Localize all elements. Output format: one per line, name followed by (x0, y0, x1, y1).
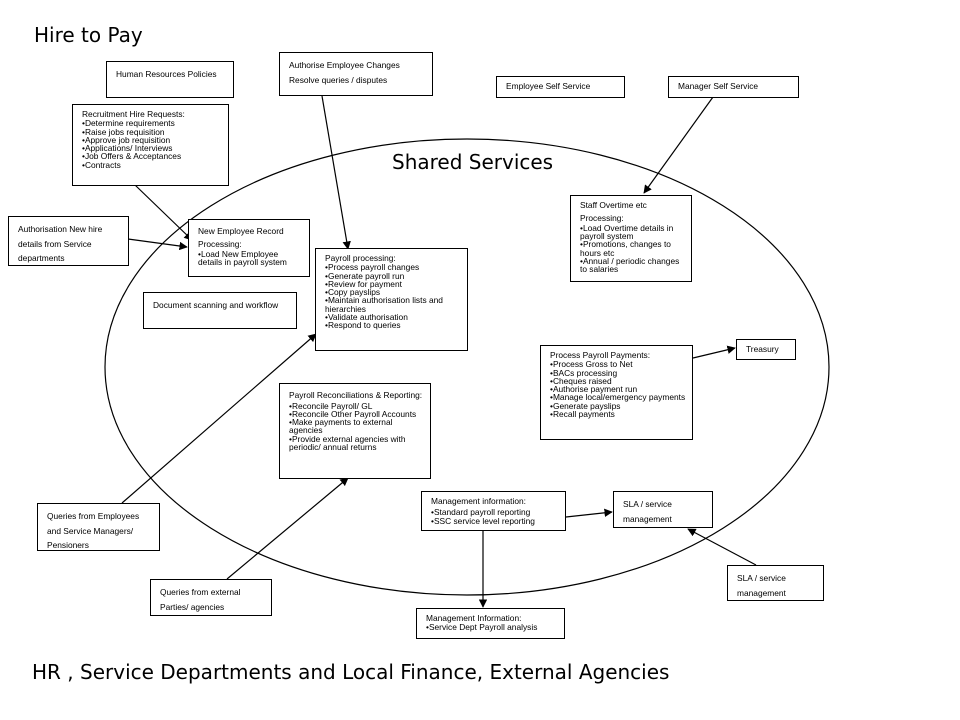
box-authorisation-new-hire: Authorisation New hire details from Serv… (8, 216, 129, 266)
box-label: Manager Self Service (678, 81, 759, 91)
bullet-list: Load New Employee details in payroll sys… (198, 250, 303, 267)
bullet-item: Standard payroll reporting (431, 508, 559, 517)
arrow-external-to-reconciliation (226, 477, 349, 580)
box-line: Authorise Employee Changes (289, 60, 400, 70)
box-payroll-reconciliations: Payroll Reconciliations & Reporting: Rec… (279, 383, 431, 479)
box-label: Treasury (746, 344, 779, 354)
box-authorise-changes: Authorise Employee Changes Resolve queri… (279, 52, 433, 96)
box-heading: Staff Overtime etc (580, 200, 647, 210)
bullet-item: Annual / periodic changes to salaries (580, 256, 685, 273)
bullet-item: Determine requirements (82, 119, 222, 128)
bullet-list: Process Gross to Net BACs processing Che… (550, 360, 686, 418)
box-employee-self-service: Employee Self Service (496, 76, 625, 98)
bullet-item: Manage local/emergency payments (550, 393, 686, 402)
box-payroll-processing: Payroll processing: Process payroll chan… (315, 248, 468, 351)
bullet-item: Applications/ Interviews (82, 144, 222, 153)
box-new-employee-record: New Employee Record Processing: Load New… (188, 219, 310, 277)
bullet-item: Service Dept Payroll analysis (426, 623, 558, 632)
arrow-queries-to-payroll (121, 333, 317, 504)
box-process-payroll-payments: Process Payroll Payments: Process Gross … (540, 345, 693, 440)
bullet-item: Job Offers & Acceptances (82, 152, 222, 161)
title-hire-to-pay: Hire to Pay (34, 23, 143, 47)
box-heading: Recruitment Hire Requests: (82, 109, 185, 119)
title-bottom: HR , Service Departments and Local Finan… (32, 660, 670, 684)
box-label: Document scanning and workflow (153, 300, 279, 310)
box-recruitment: Recruitment Hire Requests: Determine req… (72, 104, 229, 186)
bullet-item: Promotions, changes to hours etc (580, 240, 685, 257)
bullet-item: Load Overtime details in payroll system (580, 223, 685, 240)
box-management-info-inner: Management information: Standard payroll… (421, 491, 566, 531)
arrow-authorisation-to-new-record (127, 238, 188, 251)
bullet-item: Copy payslips (325, 288, 461, 297)
box-heading: Payroll processing: (325, 253, 396, 263)
bullet-item: Validate authorisation (325, 312, 461, 321)
box-heading: Management information: (431, 496, 526, 506)
box-heading: New Employee Record Processing: (198, 226, 284, 249)
box-heading: Payroll Reconciliations & Reporting: (289, 390, 423, 400)
bullet-item: Process payroll changes (325, 263, 461, 272)
bullet-item: Make payments to external agencies (289, 418, 424, 435)
arrow-sla-to-sla (687, 528, 757, 566)
bullet-item: Reconcile Payroll/ GL (289, 401, 424, 410)
bullet-item: Load New Employee details in payroll sys… (198, 250, 303, 267)
bullet-item: Authorise payment run (550, 385, 686, 394)
box-manager-self-service: Manager Self Service (668, 76, 799, 98)
bullet-item: Respond to queries (325, 321, 461, 330)
bullet-item: Generate payroll run (325, 271, 461, 280)
bullet-item: Recall payments (550, 409, 686, 418)
bullet-item: BACs processing (550, 368, 686, 377)
bullet-list: Load Overtime details in payroll system … (580, 223, 685, 273)
box-line: Resolve queries / disputes (289, 74, 388, 85)
bullet-item: SSC service level reporting (431, 516, 559, 525)
box-label: Authorisation New hire details from Serv… (18, 224, 103, 264)
bullet-list: Determine requirements Raise jobs requis… (82, 119, 222, 169)
box-label: Human Resources Policies (116, 69, 217, 79)
box-heading: Management Information: (426, 613, 522, 623)
arrow-authorise-to-payroll (321, 95, 351, 250)
shared-services-ellipse (104, 138, 830, 596)
bullet-item: Process Gross to Net (550, 360, 686, 369)
box-sla-inner: SLA / service management (613, 491, 713, 528)
bullet-item: Review for payment (325, 280, 461, 289)
box-label: Employee Self Service (506, 81, 591, 91)
bullet-item: Cheques raised (550, 377, 686, 386)
bullet-list: Service Dept Payroll analysis (426, 623, 558, 632)
bullet-list: Standard payroll reporting SSC service l… (431, 508, 559, 525)
box-label: SLA / service management (623, 499, 672, 524)
box-hr-policies: Human Resources Policies (106, 61, 234, 98)
box-queries-external: Queries from external Parties/ agencies (150, 579, 272, 616)
box-queries-employees: Queries from Employees and Service Manag… (37, 503, 160, 551)
bullet-item: Contracts (82, 160, 222, 169)
title-shared-services: Shared Services (392, 150, 554, 174)
arrow-recruitment-to-new-record (134, 184, 193, 241)
box-heading: Processing: (580, 213, 624, 224)
box-document-scanning: Document scanning and workflow (143, 292, 297, 329)
bullet-item: Raise jobs requisition (82, 127, 222, 136)
arrow-mi-to-sla (565, 508, 613, 518)
box-management-info-outer: Management Information: Service Dept Pay… (416, 608, 565, 639)
box-label: Queries from external Parties/ agencies (160, 587, 241, 612)
bullet-item: Generate payslips (550, 401, 686, 410)
box-label: SLA / service management (737, 573, 786, 598)
bullet-item: Provide external agencies with periodic/… (289, 434, 424, 451)
bullet-item: Approve job requisition (82, 136, 222, 145)
box-sla-outer: SLA / service management (727, 565, 824, 601)
bullet-item: Maintain authorisation lists and hierarc… (325, 296, 461, 313)
box-heading: Process Payroll Payments: (550, 350, 651, 360)
box-staff-overtime: Staff Overtime etc Processing: Load Over… (570, 195, 692, 282)
bullet-item: Reconcile Other Payroll Accounts (289, 410, 424, 419)
bullet-list: Reconcile Payroll/ GL Reconcile Other Pa… (289, 401, 424, 451)
box-treasury: Treasury (736, 339, 796, 360)
arrow-manager-to-overtime (643, 96, 714, 194)
box-label: Queries from Employees and Service Manag… (47, 511, 140, 551)
bullet-list: Process payroll changes Generate payroll… (325, 263, 461, 329)
arrow-payments-to-treasury (692, 345, 736, 359)
